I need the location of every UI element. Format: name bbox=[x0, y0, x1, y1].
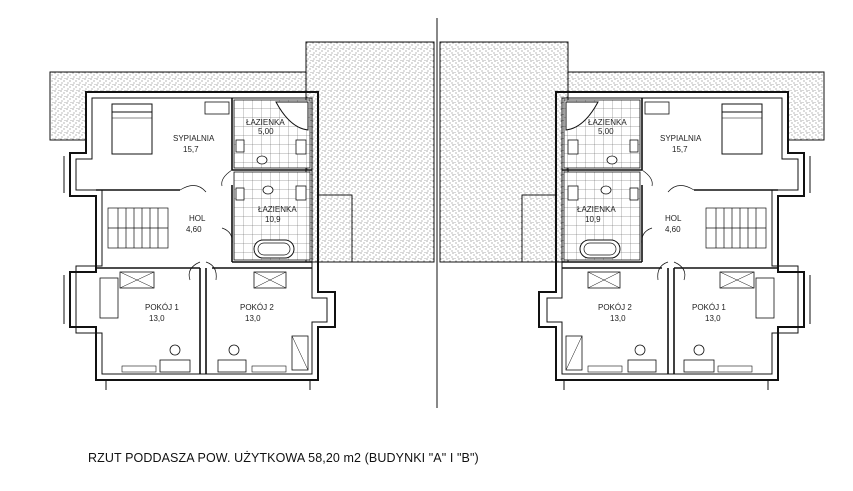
room-label: ŁAZIENKA bbox=[246, 118, 285, 127]
room-area: 15,7 bbox=[672, 145, 688, 154]
room-label: POKÓJ 2 bbox=[598, 303, 632, 312]
room-area: 4,60 bbox=[186, 225, 202, 234]
building-a-plan: SYPIALNIA 15,7 ŁAZIENKA 5,00 ŁAZIENKA 10… bbox=[49, 41, 435, 391]
room-area: 5,00 bbox=[598, 127, 614, 136]
room-label: SYPIALNIA bbox=[173, 134, 215, 143]
room-area: 15,7 bbox=[183, 145, 199, 154]
room-label: SYPIALNIA bbox=[660, 134, 702, 143]
room-label: ŁAZIENKA bbox=[577, 205, 616, 214]
room-label: POKÓJ 1 bbox=[145, 303, 179, 312]
room-area: 5,00 bbox=[258, 127, 274, 136]
room-label: HOL bbox=[189, 214, 206, 223]
room-area: 13,0 bbox=[705, 314, 721, 323]
room-area: 4,60 bbox=[665, 225, 681, 234]
room-area: 10,9 bbox=[265, 215, 281, 224]
room-label: POKÓJ 2 bbox=[240, 303, 274, 312]
plan-caption: RZUT PODDASZA POW. UŻYTKOWA 58,20 m2 (BU… bbox=[88, 451, 479, 465]
room-area: 10,9 bbox=[585, 215, 601, 224]
room-area: 13,0 bbox=[149, 314, 165, 323]
room-area: 13,0 bbox=[245, 314, 261, 323]
building-b-plan: SYPIALNIA 15,7 ŁAZIENKA 5,00 ŁAZIENKA 10… bbox=[439, 41, 825, 391]
room-label: ŁAZIENKA bbox=[258, 205, 297, 214]
room-area: 13,0 bbox=[610, 314, 626, 323]
room-label: ŁAZIENKA bbox=[588, 118, 627, 127]
room-label: HOL bbox=[665, 214, 682, 223]
room-label: POKÓJ 1 bbox=[692, 303, 726, 312]
